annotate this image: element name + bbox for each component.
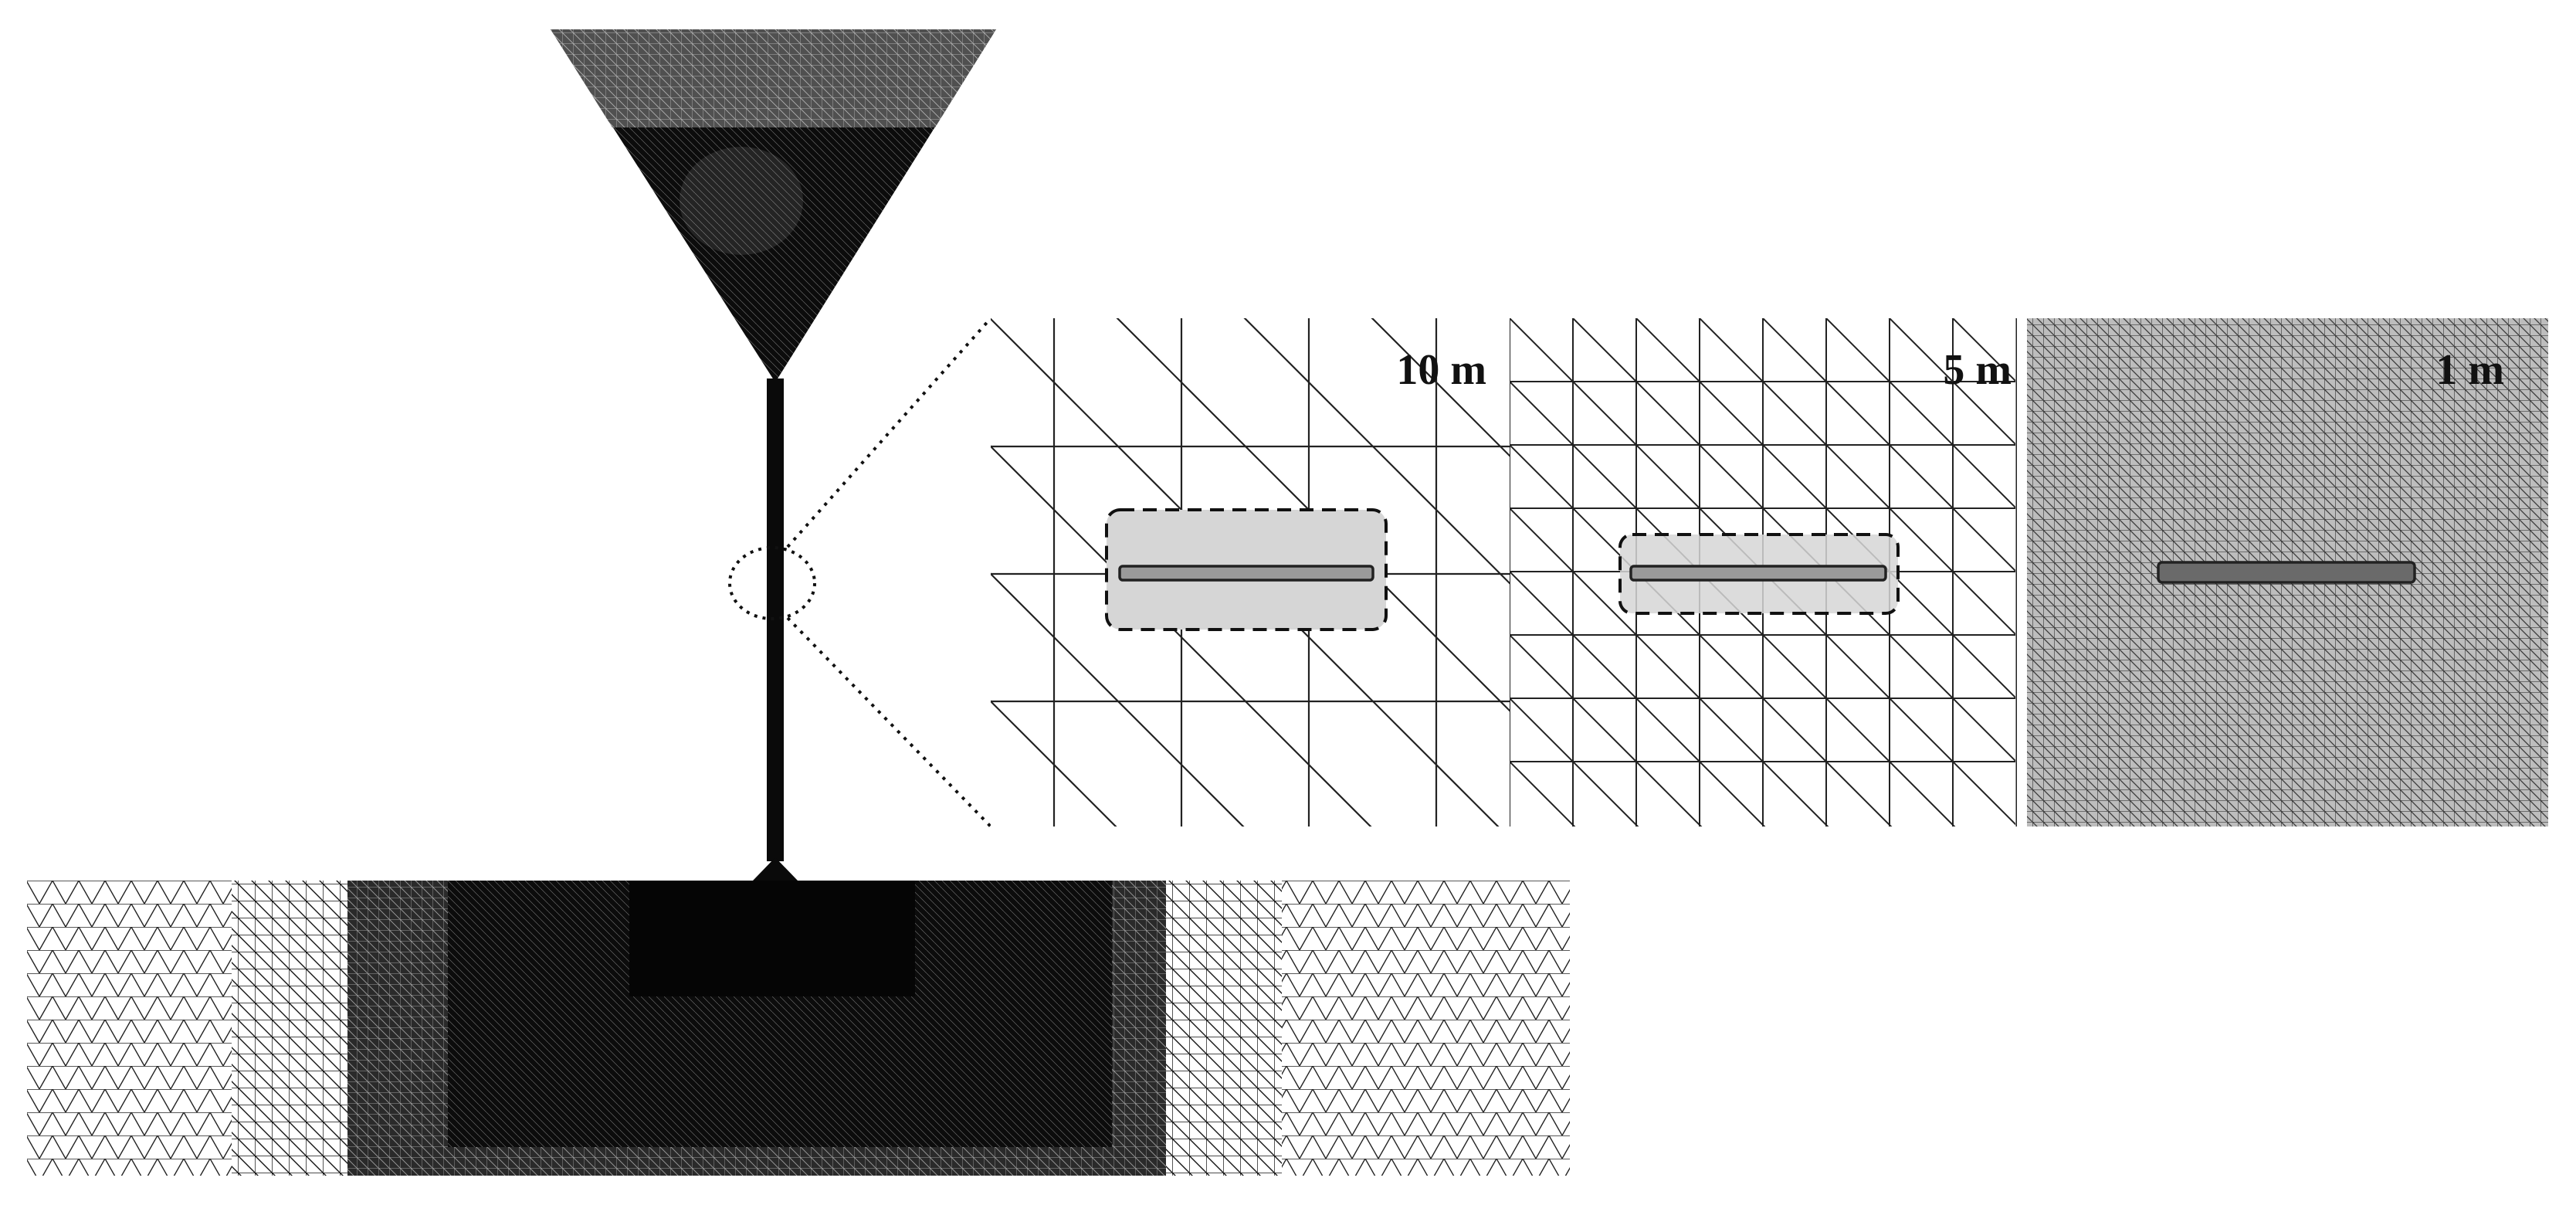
upper-funnel-mesh	[551, 29, 996, 382]
fracture-bar	[2157, 561, 2416, 584]
mesh-detail-panels: 10 m	[991, 318, 2548, 827]
panel-label-5m: 5 m	[1943, 346, 2012, 394]
zoom-circle	[728, 546, 816, 620]
panel-5m: 5 m	[1510, 318, 2015, 827]
panel-1m: 1 m	[2027, 318, 2548, 827]
panel-label-1m: 1 m	[2435, 346, 2504, 394]
panel-divider	[2017, 318, 2027, 827]
panel-label-10m: 10 m	[1396, 346, 1486, 394]
fracture-bar	[1118, 565, 1374, 582]
panel-10m: 10 m	[991, 318, 1510, 827]
fracture-bar	[1629, 565, 1887, 582]
domain-mesh	[27, 29, 1570, 1176]
zoom-line-bottom	[786, 616, 992, 828]
lower-domain-mesh	[27, 881, 1570, 1176]
conduit	[767, 378, 784, 861]
zoom-line-top	[786, 317, 992, 548]
